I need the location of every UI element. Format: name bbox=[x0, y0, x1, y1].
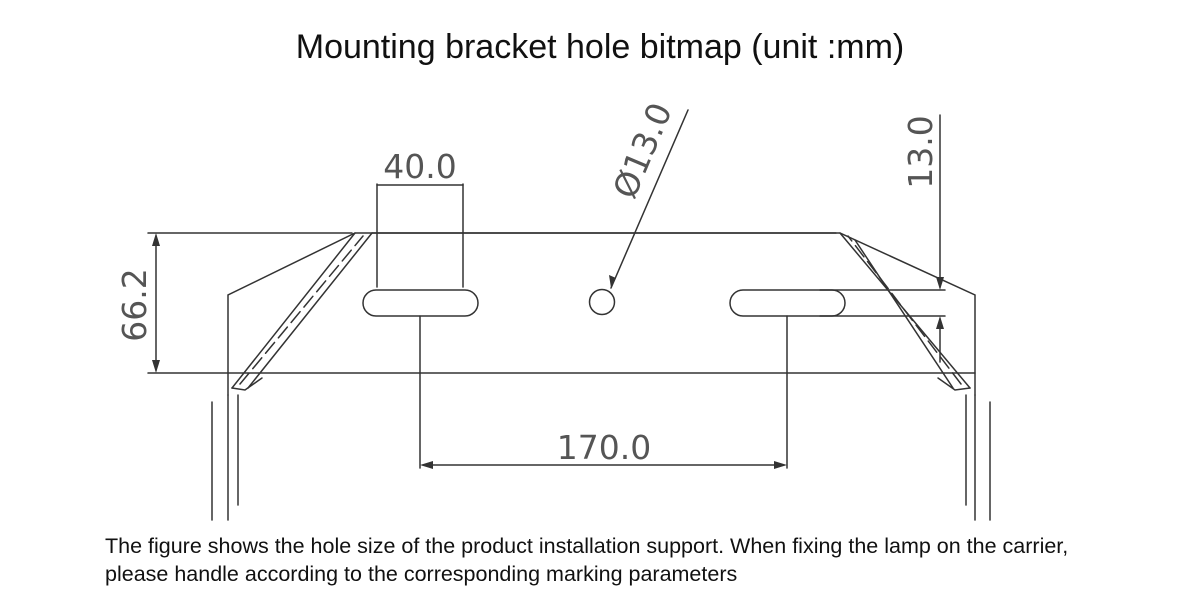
dim-label-diameter: Ø13.0 bbox=[605, 97, 680, 204]
dim-dia-leader bbox=[610, 109, 689, 289]
left-bevel-inner bbox=[247, 232, 373, 389]
dim-label-66: 66.2 bbox=[115, 268, 154, 341]
right-bevel-mid bbox=[847, 235, 962, 385]
right-slot bbox=[729, 289, 846, 317]
caption-text: The figure shows the hole size of the pr… bbox=[105, 534, 1069, 586]
arrow-66-bottom bbox=[152, 360, 160, 373]
arrow-13-top bbox=[936, 277, 944, 290]
center-hole bbox=[588, 288, 616, 316]
arrow-dia bbox=[609, 275, 616, 288]
arrow-170-left bbox=[420, 461, 433, 469]
arrow-170-right bbox=[774, 461, 787, 469]
left-slot bbox=[362, 289, 479, 317]
dim-label-40: 40.0 bbox=[383, 147, 456, 186]
dim-label-13: 13.0 bbox=[901, 115, 940, 188]
left-fold bbox=[231, 377, 263, 391]
arrow-66-top bbox=[152, 233, 160, 246]
left-bevel-outer bbox=[231, 232, 356, 389]
dim-label-170: 170.0 bbox=[557, 428, 651, 467]
right-fold bbox=[937, 377, 971, 391]
right-bevel-inner bbox=[854, 239, 954, 389]
diagram-title: Mounting bracket hole bitmap (unit :mm) bbox=[295, 28, 905, 66]
left-bevel-mid bbox=[239, 235, 364, 385]
arrow-13-bottom bbox=[936, 316, 944, 329]
